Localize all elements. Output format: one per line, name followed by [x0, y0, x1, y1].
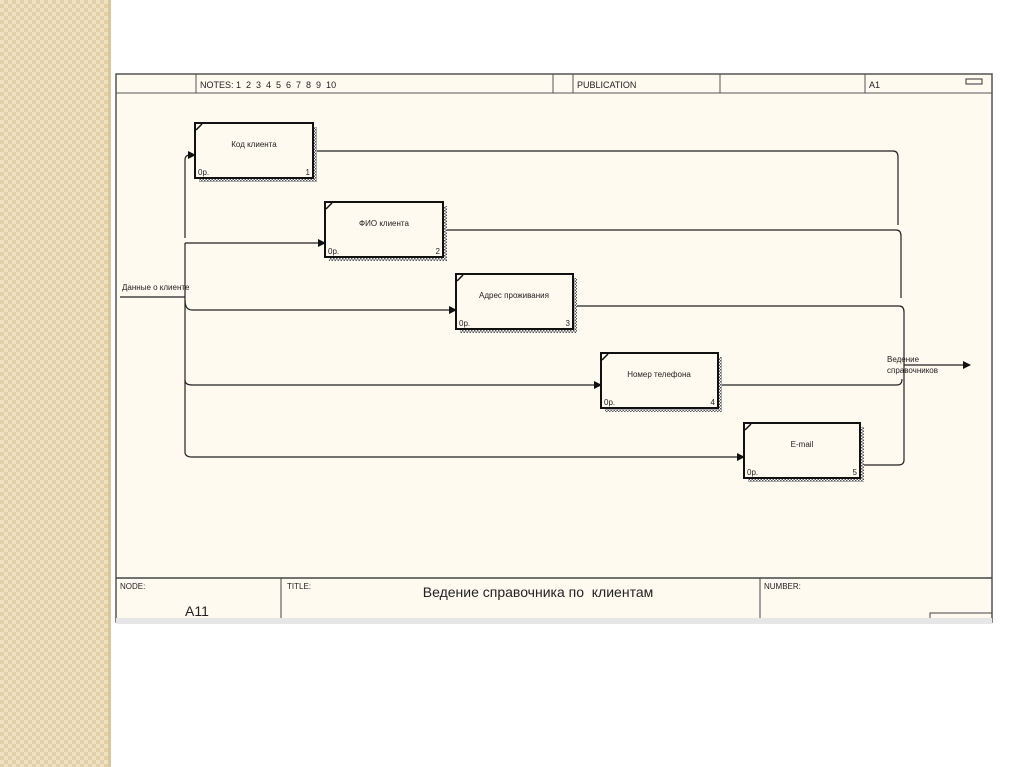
notes-numbers: 1 2 3 4 5 6 7 8 9 10 — [236, 80, 336, 90]
node-value: A11 — [185, 603, 209, 619]
window-icon — [965, 78, 983, 85]
box-number: 1 — [306, 168, 311, 177]
notes-label: NOTES: — [200, 80, 234, 90]
activity-box-3[interactable]: Адрес проживания 0р. 3 — [455, 273, 577, 333]
box-cost: 0р. — [604, 398, 615, 407]
output-from-box-3-and-5[interactable] — [573, 305, 905, 466]
arrow-to-box-1[interactable] — [184, 151, 196, 238]
number-label: NUMBER: — [764, 582, 801, 591]
node-label: NODE: — [120, 582, 145, 591]
output-from-box-4[interactable] — [718, 378, 903, 386]
slide-divider — [108, 0, 111, 767]
box-cost: 0р. — [459, 319, 470, 328]
output-label-line2: справочников — [887, 366, 938, 375]
box-label: Код клиента — [231, 140, 277, 149]
slide-decorative-strip — [0, 0, 108, 767]
header-bar: NOTES: 1 2 3 4 5 6 7 8 9 10 PUBLICATION … — [116, 74, 992, 94]
output-label-line1: Ведение — [887, 355, 920, 364]
activity-box-1[interactable]: Код клиента 0р. 1 — [194, 122, 317, 182]
box-label: ФИО клиента — [359, 219, 409, 228]
activity-box-5[interactable]: E-mail 0р. 5 — [743, 422, 864, 482]
arrow-to-box-5[interactable] — [184, 380, 745, 461]
box-cost: 0р. — [328, 247, 339, 256]
arrows — [120, 150, 971, 466]
output-from-box-1[interactable] — [313, 150, 899, 225]
box-number: 3 — [566, 319, 571, 328]
publication-label: PUBLICATION — [577, 80, 636, 90]
box-label: Адрес проживания — [479, 291, 549, 300]
activity-box-4[interactable]: Номер телефона 0р. 4 — [600, 352, 722, 412]
box-label: Номер телефона — [627, 370, 691, 379]
frame-scroll-edge — [116, 618, 992, 624]
box-cost: 0р. — [747, 468, 758, 477]
box-number: 2 — [436, 247, 441, 256]
diagram-title: Ведение справочника по клиентам — [423, 584, 653, 600]
title-label: TITLE: — [287, 582, 311, 591]
output-from-box-2[interactable] — [443, 229, 902, 298]
sheet-label: A1 — [869, 80, 880, 90]
box-label: E-mail — [791, 440, 814, 449]
box-number: 5 — [853, 468, 858, 477]
footer-bar: NODE: A11 TITLE: Ведение справочника по … — [116, 577, 992, 619]
box-number: 4 — [711, 398, 716, 407]
input-label: Данные о клиенте — [122, 283, 190, 292]
activity-box-2[interactable]: ФИО клиента 0р. 2 — [324, 201, 447, 261]
box-cost: 0р. — [198, 168, 209, 177]
